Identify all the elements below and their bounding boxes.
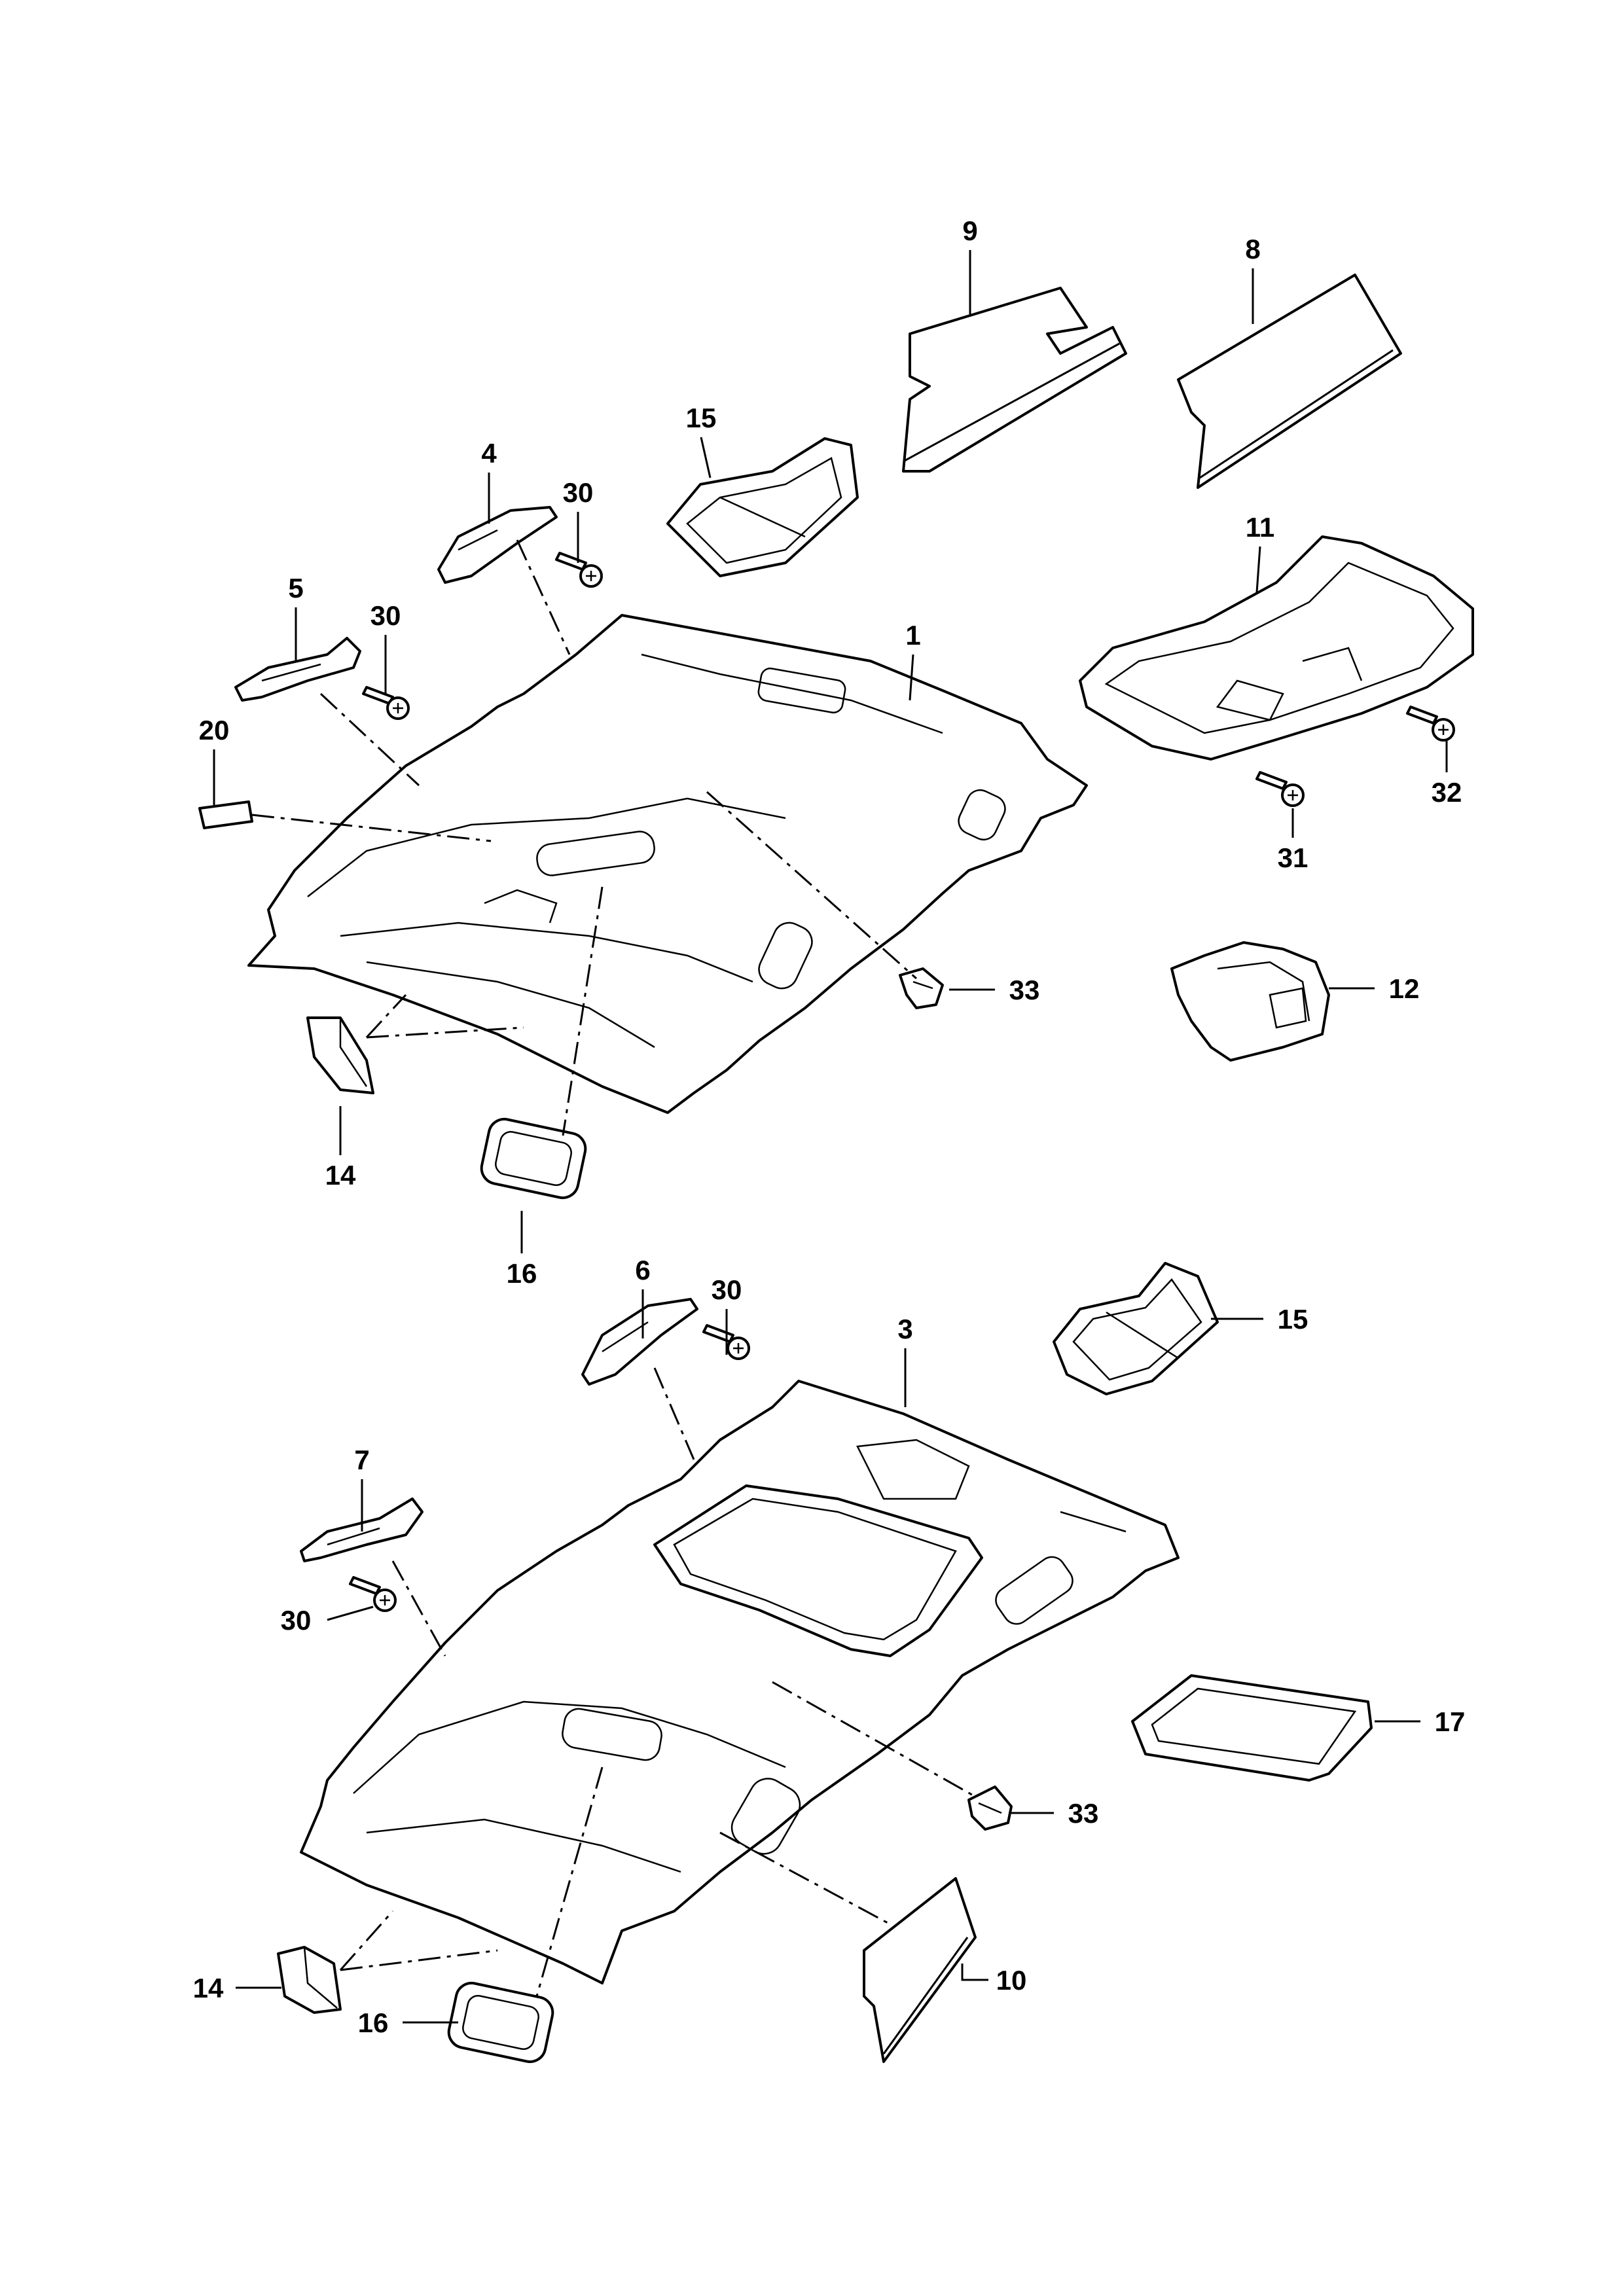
callout-16-lower: 16 <box>358 2007 389 2038</box>
callout-30-d: 30 <box>281 1605 312 1636</box>
foam-block-part-14-upper <box>306 1016 374 1094</box>
callout-9: 9 <box>962 215 977 246</box>
trim-frame-part-16-lower <box>447 1981 554 2064</box>
screw-part-30-d <box>349 1576 397 1612</box>
callout-4: 4 <box>481 438 497 469</box>
callout-8: 8 <box>1245 234 1260 264</box>
callout-16-upper: 16 <box>507 1258 537 1289</box>
sunroof-seal-part-17 <box>1131 1674 1373 1782</box>
grab-handle-part-6 <box>581 1298 698 1386</box>
screw-part-30-b <box>362 686 410 720</box>
console-frame-part-15-upper <box>666 437 859 577</box>
callout-20: 20 <box>199 715 230 745</box>
callout-33-upper: 33 <box>1009 975 1040 1005</box>
callout-10: 10 <box>996 1965 1027 1996</box>
lamp-housing-part-12 <box>1170 941 1330 1062</box>
callout-15-lower: 15 <box>1278 1304 1308 1335</box>
callout-11: 11 <box>1246 512 1274 543</box>
callout-15-upper: 15 <box>686 403 717 433</box>
callout-17: 17 <box>1435 1706 1466 1737</box>
screw-part-32 <box>1406 706 1455 742</box>
console-frame-part-15-lower <box>1053 1262 1219 1395</box>
console-housing-part-11 <box>1079 535 1474 761</box>
foam-block-part-14-lower <box>277 1946 342 2014</box>
grab-handle-part-4 <box>437 506 558 584</box>
callout-6: 6 <box>635 1255 650 1285</box>
insulation-panel-10 <box>863 1877 977 2063</box>
callout-5: 5 <box>288 573 303 603</box>
callout-1: 1 <box>905 620 920 651</box>
callout-14-upper: 14 <box>325 1160 356 1191</box>
clip-part-33-upper <box>899 967 944 1009</box>
headliner-part-3 <box>300 1380 1180 1984</box>
callout-33-lower: 33 <box>1068 1798 1099 1829</box>
callout-30-a: 30 <box>563 477 594 508</box>
pad-part-20 <box>198 800 253 829</box>
headliner-part-1 <box>247 614 1088 1114</box>
callout-31: 31 <box>1278 842 1308 873</box>
callout-labels: 1 3 4 5 6 7 8 9 10 11 12 14 14 15 15 16 … <box>193 215 1466 2038</box>
callout-14-lower: 14 <box>193 1973 224 2003</box>
trim-frame-part-16-upper <box>480 1117 587 1200</box>
callout-12: 12 <box>1389 973 1420 1004</box>
callout-32: 32 <box>1432 777 1462 808</box>
callout-3: 3 <box>897 1314 912 1344</box>
screw-part-31 <box>1255 771 1305 807</box>
callout-30-c: 30 <box>712 1274 742 1305</box>
callout-30-b: 30 <box>370 600 401 631</box>
insulation-panel-8 <box>1177 274 1402 489</box>
insulation-panel-9 <box>902 287 1127 473</box>
assembly-lines <box>251 539 976 1997</box>
grab-handle-part-5 <box>234 637 361 702</box>
screw-part-30-c <box>702 1324 750 1360</box>
callout-7: 7 <box>354 1444 369 1475</box>
clip-part-33-lower <box>967 1785 1013 1831</box>
leader-lines <box>213 250 1448 2024</box>
